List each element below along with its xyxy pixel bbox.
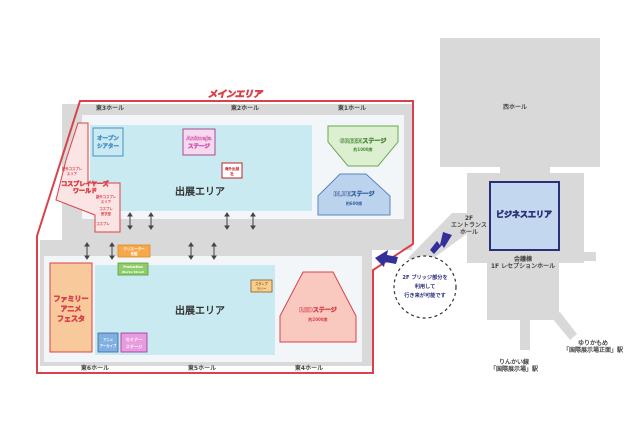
escalator-icon [127, 212, 133, 230]
exhibit-upper-label: 出展エリア [175, 185, 225, 198]
reception-label: 1F レセプションホール [491, 262, 555, 270]
west-hall-label: 西ホール [503, 103, 527, 111]
anime-box-label: アーカイブ [100, 343, 117, 348]
arrow-left-icon [375, 250, 398, 267]
escalator-icon [109, 242, 115, 260]
escalator-icon [250, 212, 256, 230]
entrance-label: エントランス [451, 222, 487, 229]
west-hall[interactable] [440, 38, 600, 167]
blue-stage-capacity: 約600席 [346, 200, 362, 206]
bridge-note-circle [393, 255, 457, 319]
green-stage-label: GREENステージ [340, 138, 387, 145]
escalator-icon [148, 212, 154, 230]
blue-stage-label: BLUEステージ [333, 191, 374, 198]
bridge-note-text: 利用して [414, 282, 436, 290]
animeja-stage-label: ステージ [188, 143, 210, 150]
yurikamome-label: 「国際展示場正面」駅 [563, 346, 624, 354]
seminar-box[interactable] [120, 332, 148, 353]
green-stage-capacity: 約1000席 [353, 146, 372, 152]
rinkai-label: りんかい線 [499, 358, 529, 366]
outdoor-cosplay-label: 屋外コスプレ [96, 194, 117, 199]
open-theater-label: シアター [97, 142, 120, 150]
yurikamome-label: ゆりかもめ [578, 339, 608, 347]
creator-box-label: クリエーター [123, 246, 145, 251]
exhibit-lower-label: 出展エリア [175, 304, 225, 317]
anime-box-label: アニメ [103, 337, 114, 342]
escalator-icon [211, 242, 217, 260]
escalator-icon [84, 242, 90, 260]
family-anime-festa[interactable] [49, 262, 93, 353]
cosplay-room-label: 更衣室 [101, 211, 112, 216]
hall-e4-label: 東4ホール [295, 364, 323, 372]
entrance-label: 2F [465, 215, 473, 222]
creator-box-label: 発掘 [130, 251, 138, 256]
main-area: メインエリア 東3ホール 東2ホール 東1ホール 東6ホール 東5ホール 東4ホ… [36, 89, 414, 374]
open-theater[interactable] [92, 127, 124, 157]
escalator-icon [224, 212, 230, 230]
escalator-icons [84, 212, 256, 260]
rinkai-label: 「国際展示場」駅 [490, 365, 539, 373]
hall-e3-label: 東3ホール [96, 104, 124, 112]
production-box-label: Works Street [122, 270, 145, 274]
hall-e2-label: 東2ホール [231, 104, 259, 112]
red-stage-capacity: 約2000席 [308, 316, 327, 322]
overseas-box-label: 海外出展 [225, 166, 240, 171]
outdoor-cosplay-label: エリア [101, 199, 112, 204]
overseas-box[interactable] [221, 162, 243, 179]
small-orange-box-label: ラリー [257, 286, 267, 291]
seminar-box-label: セミナー [126, 337, 143, 343]
cosplay-small-label: コスプレ [96, 221, 110, 226]
cosplayers-world[interactable] [55, 122, 121, 233]
business-area[interactable] [489, 181, 560, 251]
cosplayers-world-label: ワールド [73, 188, 97, 195]
red-stage-label: REDステージ [299, 307, 337, 314]
main-area-outline [36, 100, 414, 374]
bridge-note-text: 行き来が可能です [403, 291, 446, 299]
open-theater-label: オープン [97, 134, 119, 142]
reception-label: 会議棟 [514, 255, 533, 263]
family-festa-label: ファミリー [54, 295, 89, 303]
cosplay-room-label: コスプレ [99, 206, 113, 211]
hall-e1-label: 東1ホール [338, 104, 366, 112]
seminar-box-label: ステージ [126, 344, 143, 350]
small-orange-box-label: スタンプ [255, 281, 268, 286]
cosplayers-world-label: コスプレイヤーズ [61, 180, 109, 188]
west-side: 西ホール ビジネスエリア 2F エントランス ホール 会議棟 1F レセプション… [408, 38, 624, 373]
production-box[interactable] [117, 262, 149, 276]
outdoor-cosplay-label: エリア [67, 171, 78, 176]
escalator-icon [188, 242, 194, 260]
arrow-up-icon [430, 232, 452, 254]
creator-box[interactable] [117, 244, 151, 258]
overseas-box-label: 社 [229, 171, 234, 176]
small-orange-box[interactable] [250, 279, 273, 293]
entrance-label: ホール [460, 229, 478, 236]
animeja-stage[interactable] [182, 128, 216, 156]
green-stage[interactable] [327, 125, 399, 167]
main-area-title: メインエリア [208, 89, 264, 100]
anime-box[interactable] [97, 332, 119, 353]
hall-e6-label: 東6ホール [81, 364, 109, 372]
red-stage[interactable] [279, 271, 357, 343]
animeja-stage-label: AnimeJa [186, 136, 212, 142]
family-festa-label: アニメ [61, 305, 82, 313]
bridge-arrows [375, 232, 452, 267]
family-festa-label: フェスタ [57, 314, 85, 323]
hall-e5-label: 東5ホール [188, 364, 216, 372]
outdoor-cosplay-label: 屋外コスプレ [62, 166, 83, 171]
business-area-label: ビジネスエリア [496, 209, 552, 219]
production-box-label: Production [123, 265, 143, 269]
bridge-note-text: 2F ブリッジ部分を [402, 273, 447, 281]
blue-stage[interactable] [317, 173, 391, 216]
